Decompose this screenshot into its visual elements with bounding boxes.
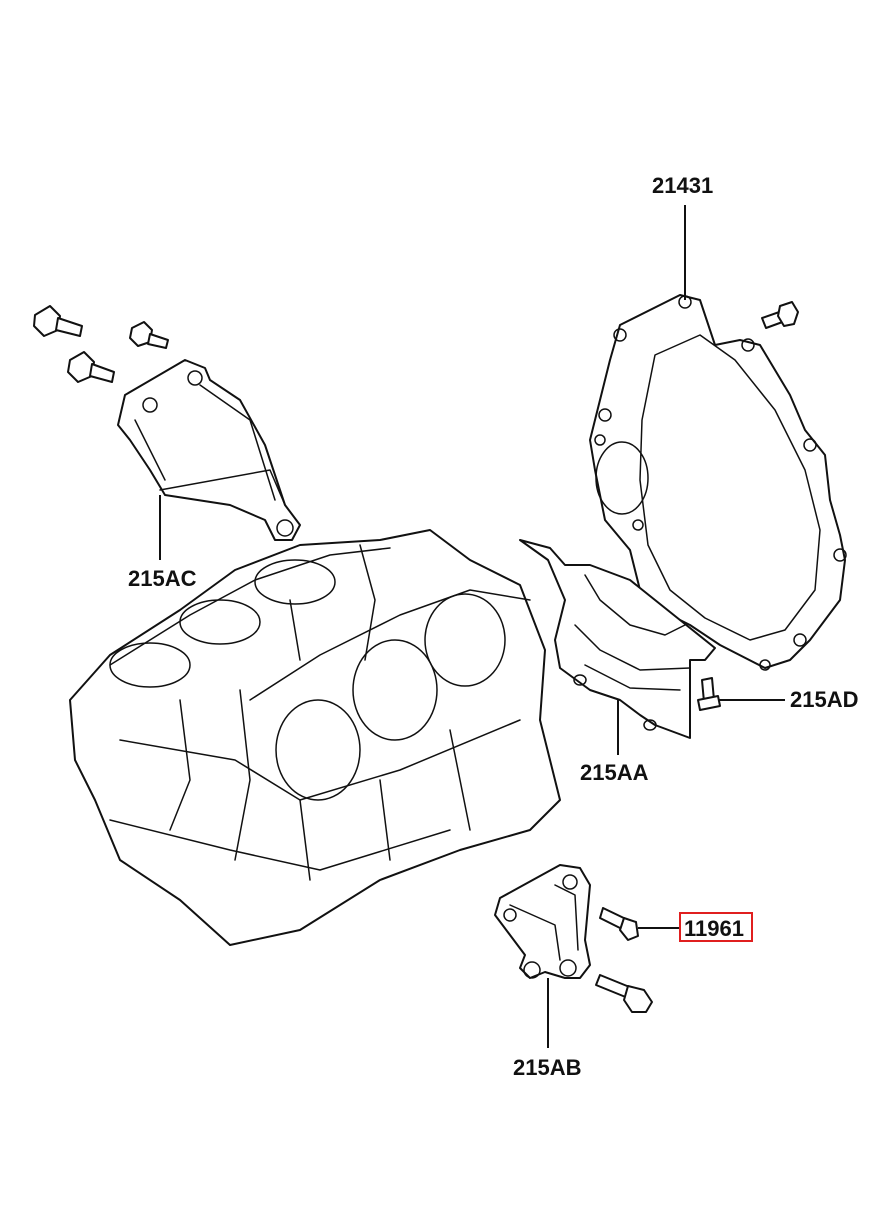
part-label-11961[interactable]: 11961 bbox=[684, 916, 744, 941]
highlight-box-11961 bbox=[679, 912, 753, 942]
bolt-icon bbox=[67, 351, 115, 383]
bolt-icon bbox=[129, 321, 169, 349]
part-label-215AC[interactable]: 215AC bbox=[128, 566, 197, 591]
part-label-215AD[interactable]: 215AD bbox=[790, 687, 858, 712]
part-label-215AB[interactable]: 215AB bbox=[513, 1055, 581, 1080]
gasket-plate-21431 bbox=[589, 294, 847, 671]
engine-block bbox=[69, 529, 561, 946]
part-label-21431[interactable]: 21431 bbox=[652, 173, 713, 198]
seal-housing-215AA bbox=[519, 539, 716, 739]
bracket-215AC bbox=[117, 359, 301, 541]
bolt-icon bbox=[595, 974, 653, 1013]
bolt-icon bbox=[761, 301, 799, 329]
bolt-icon bbox=[697, 677, 721, 711]
bolt-icon bbox=[33, 305, 83, 337]
part-label-215AA[interactable]: 215AA bbox=[580, 760, 649, 785]
bolt-11961 bbox=[599, 907, 639, 941]
bracket-215AB bbox=[494, 864, 591, 979]
